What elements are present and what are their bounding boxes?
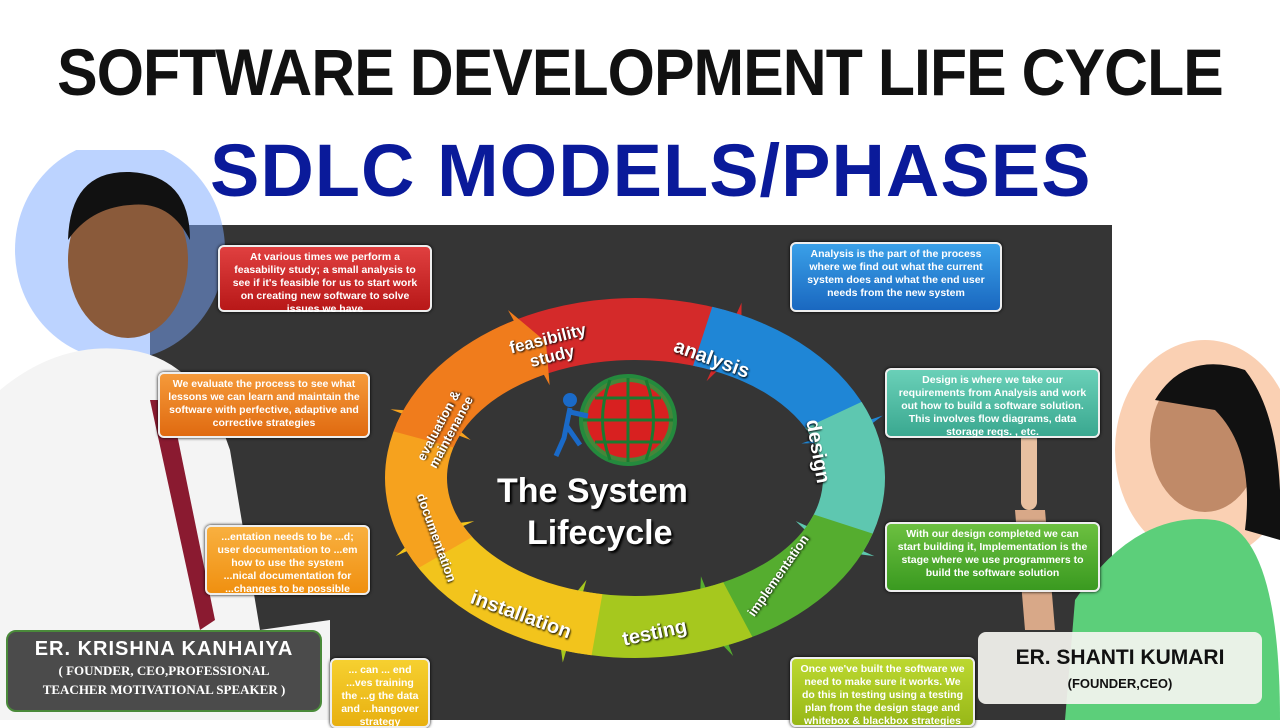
note-design: Design is where we take our requirements… — [885, 368, 1100, 438]
presenter-right-name: ER. SHANTI KUMARI — [1015, 646, 1225, 669]
note-feasibility: At various times we perform a feasabilit… — [218, 245, 432, 315]
center-title-line1: The System — [497, 472, 688, 510]
presenter-right-caption: ER. SHANTI KUMARI (FOUNDER,CEO) — [978, 632, 1262, 704]
presenter-left-caption: ER. KRISHNA KANHAIYA ( FOUNDER, CEO,PROF… — [6, 630, 322, 712]
center-title-line2: Lifecycle — [527, 514, 673, 552]
presenter-left-name: ER. KRISHNA KANHAIYA — [34, 638, 294, 660]
note-documentation: ...entation needs to be ...d; user docum… — [205, 525, 370, 595]
title: SOFTWARE DEVELOPMENT LIFE CYCLE — [57, 35, 1224, 109]
ring-segment-7 — [393, 310, 550, 448]
presenter-left-photo — [0, 150, 330, 720]
presenter-left-role-1: ( FOUNDER, CEO,PROFESSIONAL — [58, 663, 270, 678]
note-evaluation: We evaluate the process to see what less… — [158, 372, 370, 438]
ring-segment-5 — [395, 521, 603, 656]
note-analysis: Analysis is the part of the process wher… — [790, 242, 1002, 312]
note-testing: Once we've built the software we need to… — [790, 657, 975, 727]
ring-segment-1 — [693, 306, 883, 444]
globe-icon — [553, 374, 677, 466]
ring-segment-0 — [491, 298, 742, 382]
ring-segment-6 — [385, 409, 473, 568]
note-installation: ... can ... end ...ves training the ...g… — [330, 658, 430, 728]
subtitle: SDLC MODELS/PHASES — [210, 129, 1092, 212]
ring-segment-4 — [556, 579, 753, 663]
presenter-left-role-2: TEACHER MOTIVATIONAL SPEAKER ) — [42, 682, 286, 697]
note-implementation: With our design completed we can start b… — [885, 522, 1100, 592]
presenter-right-role: (FOUNDER,CEO) — [1067, 676, 1173, 691]
